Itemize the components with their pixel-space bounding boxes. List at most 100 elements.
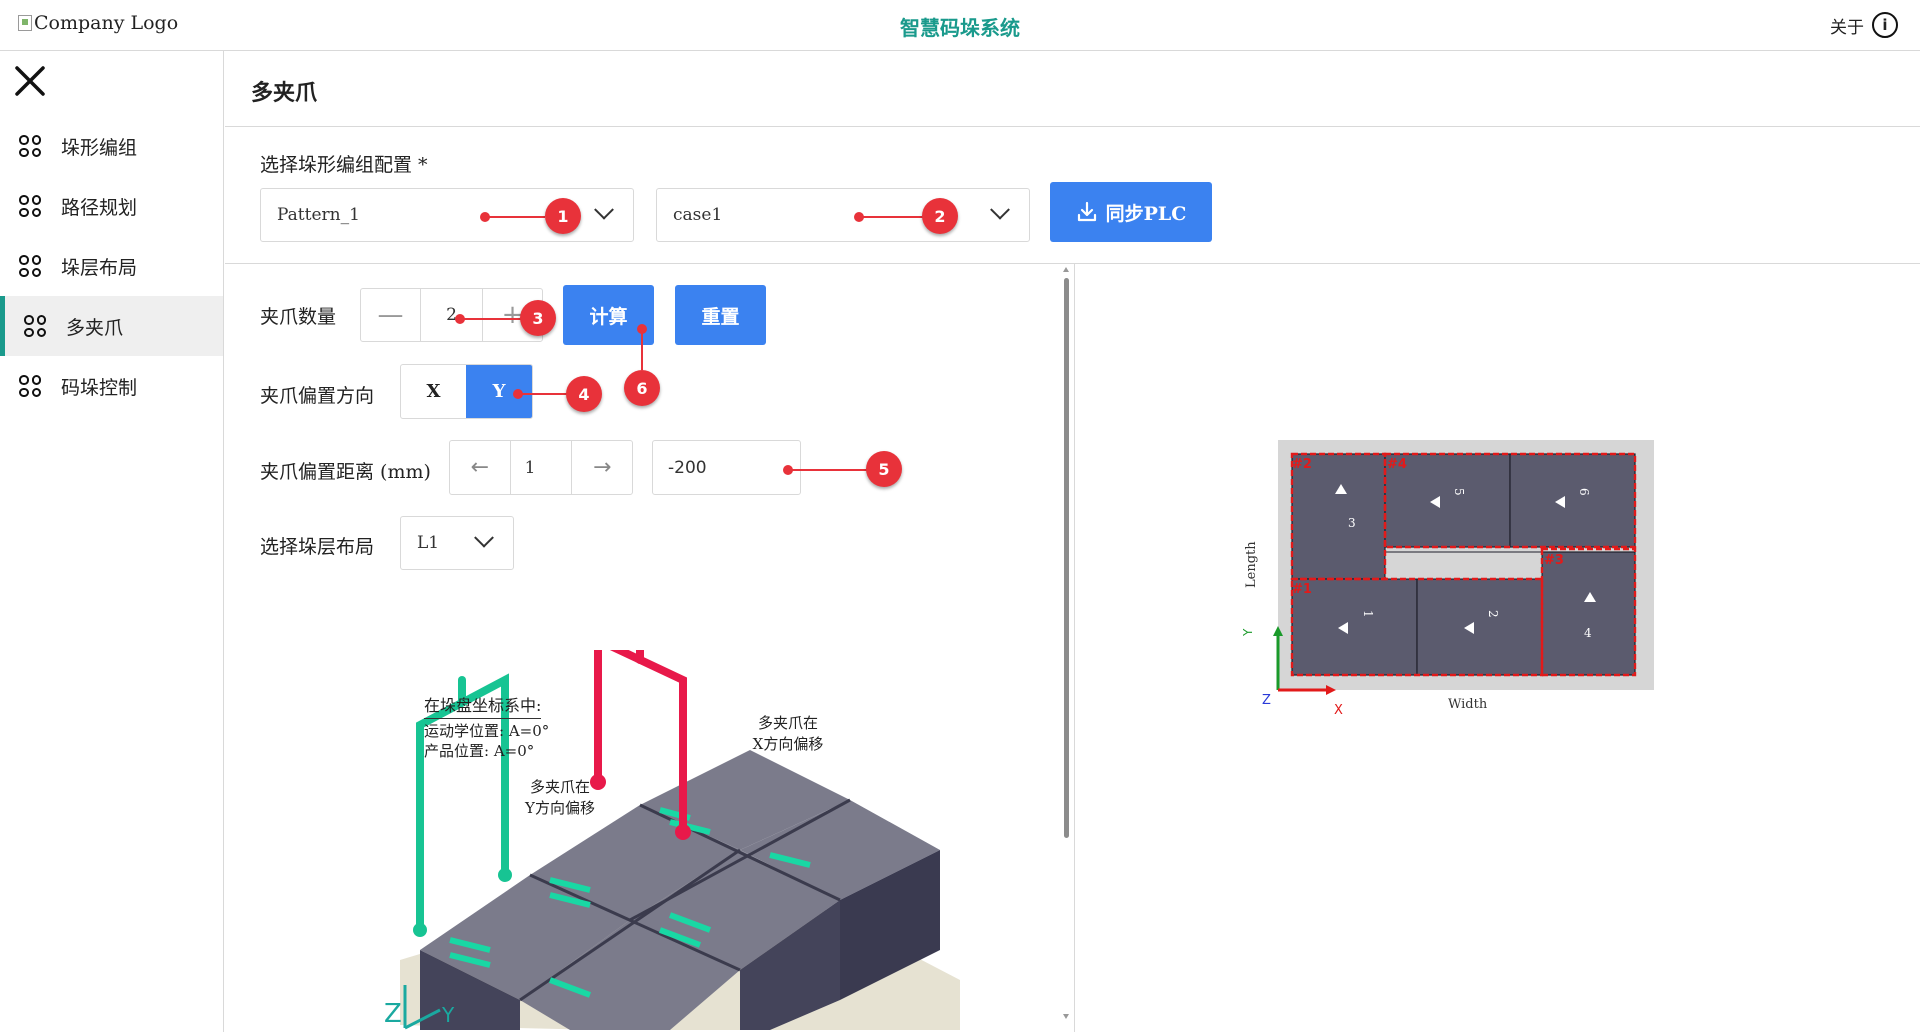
chevron-down-icon (990, 199, 1010, 220)
direction-x-option[interactable]: X (426, 381, 441, 402)
gripper-tip (590, 774, 606, 790)
y-offset-caption: 多夹爪在 Y方向偏移 (520, 776, 600, 818)
box-number: 5 (1452, 488, 1466, 496)
sidebar-item-pattern-group[interactable]: 垛形编组 (0, 116, 223, 176)
sidebar-item-layer-layout[interactable]: 垛层布局 (0, 236, 223, 296)
scroll-up-icon (1063, 267, 1069, 272)
orientation-arrows (1335, 484, 1596, 634)
gripper-offset-illustration: Z Y (384, 650, 960, 1030)
gripper-groups (1290, 452, 1637, 677)
axis-width-label: Width (1448, 697, 1488, 712)
offset-distance-label: 夹爪偏置距离 (mm) (260, 461, 431, 483)
callout-marker-5: 5 (866, 451, 902, 487)
box-shape (520, 920, 740, 1030)
sidebar-item-label: 垛层布局 (61, 256, 138, 279)
sidebar: 垛形编组 路径规划 垛层布局 多夹爪 码垛控制 (0, 51, 224, 1032)
app-title: 智慧码垛系统 (900, 16, 1020, 40)
box-number: 4 (1584, 626, 1592, 640)
product-position: 产品位置: A=0° (424, 742, 535, 760)
config-label: 选择垛形编组配置 * (260, 154, 428, 176)
case-select[interactable]: case1 (656, 188, 1030, 242)
scroll-thumb[interactable] (1064, 278, 1069, 838)
reset-button[interactable]: 重置 (675, 285, 766, 345)
sidebar-item-palletizing-control[interactable]: 码垛控制 (0, 356, 223, 416)
calculate-button[interactable]: 计算 (563, 285, 654, 345)
sidebar-item-label: 路径规划 (61, 196, 138, 219)
axis-x-text: X (1334, 703, 1343, 718)
group-label: #1 (1292, 582, 1312, 597)
gripper-tip (675, 824, 691, 840)
axis-z-text: Z (1262, 693, 1271, 708)
group-labels: #2 #4 #3 #1 (1292, 457, 1564, 597)
reset-label: 重置 (701, 305, 740, 328)
green-gripper (416, 673, 509, 934)
x-offset-line2: X方向偏移 (752, 735, 824, 753)
pattern-select-value: Pattern_1 (277, 205, 360, 225)
arrow-left-button[interactable]: ← (470, 455, 490, 480)
x-offset-line1: 多夹爪在 (757, 714, 818, 732)
marker-line (460, 318, 522, 320)
panel-divider (1074, 264, 1075, 1032)
offset-value-input[interactable]: -200 (652, 440, 801, 495)
box-side-shape (740, 900, 840, 1030)
broken-image-icon (18, 15, 32, 31)
layer-layout-label: 选择垛层布局 (260, 536, 375, 558)
axis-length-label: Length (1244, 541, 1259, 588)
marker-line (485, 216, 545, 218)
offset-index-stepper: ← 1 → (449, 440, 633, 495)
grid-icon (19, 195, 41, 217)
y-offset-line2: Y方向偏移 (525, 799, 595, 817)
close-icon[interactable] (14, 65, 46, 97)
callout-marker-4: 4 (566, 376, 602, 412)
grid-icon (19, 135, 41, 157)
divider (225, 126, 1920, 127)
chevron-down-icon (474, 527, 494, 548)
decrement-button[interactable]: — (377, 300, 404, 330)
kinematic-position: 运动学位置: A=0° (424, 722, 550, 740)
sidebar-item-multi-gripper[interactable]: 多夹爪 (0, 296, 223, 356)
callout-marker-6: 6 (624, 370, 660, 406)
marker-line (788, 469, 868, 471)
axis-y-label: Y (441, 1003, 455, 1027)
y-offset-line1: 多夹爪在 (529, 778, 590, 796)
page-title: 多夹爪 (251, 80, 318, 106)
group-label: #3 (1544, 553, 1564, 568)
sidebar-nav: 垛形编组 路径规划 垛层布局 多夹爪 码垛控制 (0, 116, 223, 416)
box-number: 3 (1348, 516, 1356, 530)
arrow-right-button[interactable]: → (592, 455, 612, 480)
axis-y-text: Y (1241, 628, 1255, 637)
box-numbers: 3 5 6 4 1 2 (1348, 488, 1592, 640)
callout-marker-1: 1 (545, 198, 581, 234)
offset-direction-label: 夹爪偏置方向 (260, 385, 375, 407)
chevron-down-icon (594, 199, 614, 220)
logo-alt-text: Company Logo (34, 12, 179, 34)
sync-plc-button[interactable]: 同步PLC (1050, 182, 1212, 242)
offset-direction-toggle: X Y (400, 364, 533, 419)
gap-area (1384, 551, 1543, 580)
box-side-shape (420, 950, 520, 1030)
gripper-count-value[interactable]: 2 (420, 289, 483, 341)
case-select-value: case1 (673, 205, 723, 225)
increment-button[interactable]: + (501, 300, 524, 330)
layer-select[interactable]: L1 (400, 516, 514, 570)
callout-marker-2: 2 (922, 198, 958, 234)
box-side-shape (840, 850, 940, 1000)
grid-icon (19, 375, 41, 397)
marker-line (859, 216, 924, 218)
x-offset-caption: 多夹爪在 X方向偏移 (748, 712, 828, 754)
axis-indicator (403, 985, 441, 1030)
sidebar-item-label: 码垛控制 (61, 376, 138, 399)
layer-select-value: L1 (417, 533, 440, 553)
box-number: 6 (1577, 488, 1591, 496)
scrollbar[interactable] (1062, 264, 1070, 1020)
grid-icon (19, 255, 41, 277)
layout-boxes (1291, 453, 1636, 676)
about-button[interactable]: 关于 i (1830, 12, 1898, 38)
y-axis-arrow (1273, 626, 1283, 636)
company-logo[interactable]: Company Logo (18, 12, 178, 34)
sidebar-item-path-planning[interactable]: 路径规划 (0, 176, 223, 236)
about-label: 关于 (1830, 17, 1864, 38)
gripper-tip (413, 923, 427, 937)
offset-index-value[interactable]: 1 (509, 441, 573, 494)
divider (225, 263, 1920, 264)
